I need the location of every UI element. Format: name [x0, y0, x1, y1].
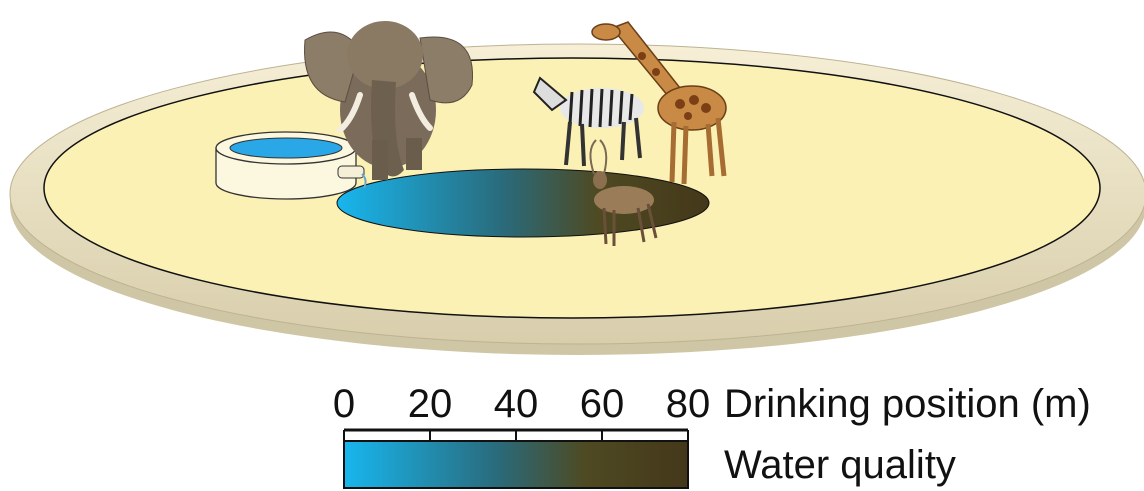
scale-axis — [343, 428, 689, 440]
tick-label-0: 0 — [332, 382, 356, 426]
zebra-icon — [532, 76, 644, 167]
drinking-position-label: Drinking position (m) — [724, 382, 1091, 426]
tick-label-80: 80 — [665, 382, 711, 426]
tick-label-40: 40 — [493, 382, 539, 426]
water-quality-label: Water quality — [724, 443, 956, 487]
tick-label-20: 20 — [407, 382, 453, 426]
giraffe-icon — [591, 21, 727, 185]
water-trough — [215, 131, 367, 200]
water-quality-gradient-bar — [343, 440, 689, 489]
tick-label-60: 60 — [579, 382, 625, 426]
kudu-icon — [589, 139, 658, 246]
elephant-icon — [304, 21, 474, 180]
waterhole — [336, 168, 710, 238]
